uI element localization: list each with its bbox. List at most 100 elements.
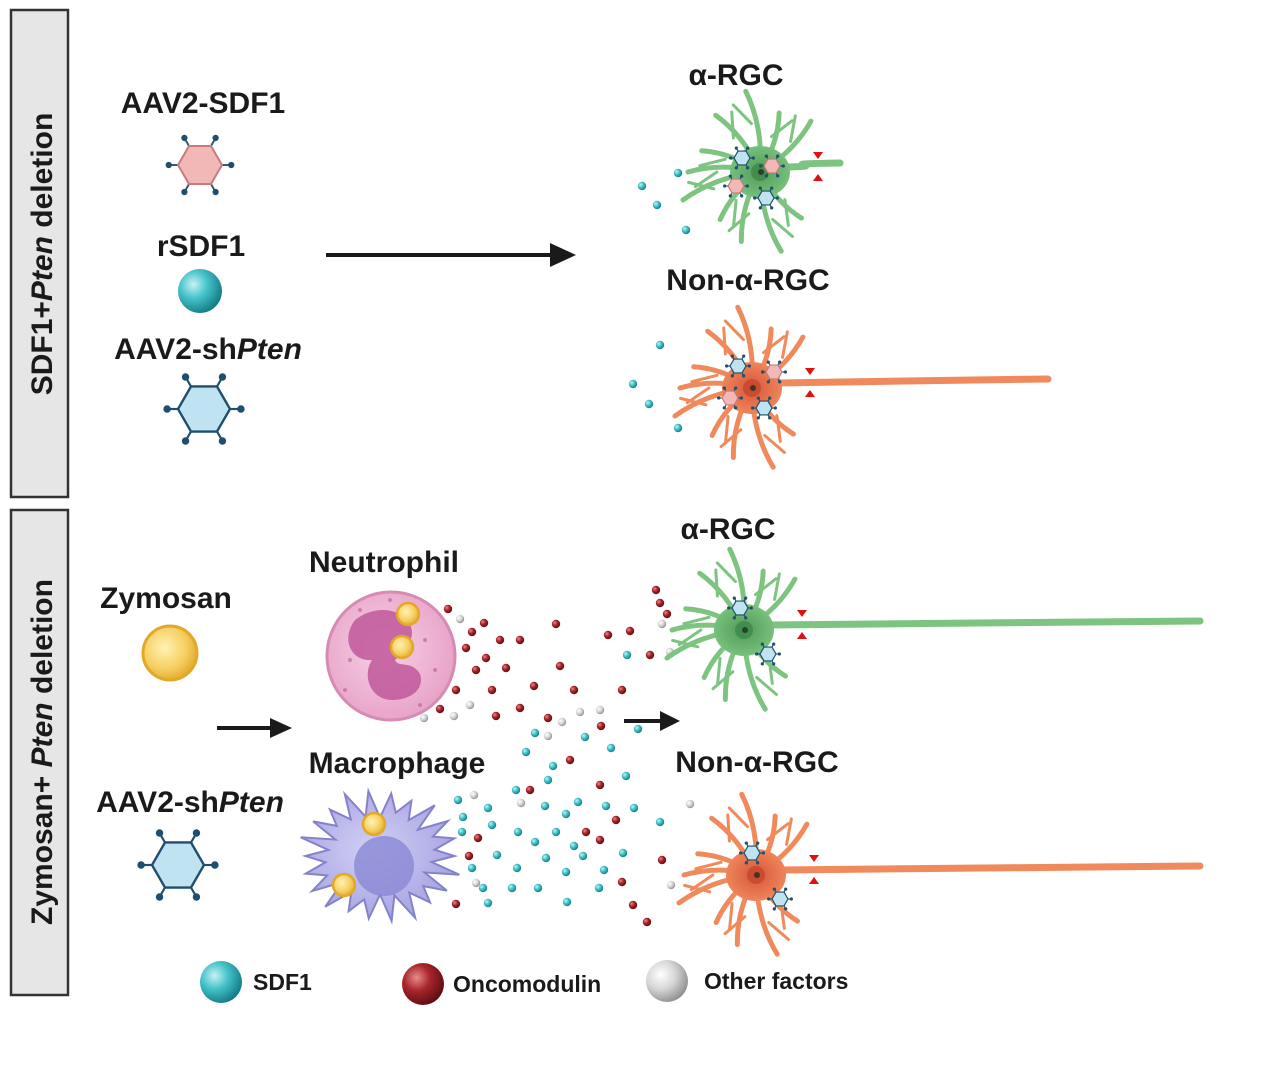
alpha-rgc-label-2: α-RGC [680, 513, 775, 546]
panel-2-label-box [9, 508, 70, 997]
oncomodulin-particle [451, 899, 461, 909]
oncomodulin-particle [642, 917, 652, 927]
other-factor-particle [685, 799, 695, 809]
panel-1-label-box [9, 8, 70, 499]
oncomodulin-particle [479, 618, 489, 628]
aav-blue-hexagon-icon [729, 146, 755, 170]
oncomodulin-particle [611, 815, 621, 825]
sdf1-particle [458, 812, 468, 822]
factor-arrow [624, 711, 680, 731]
aav-pink-hexagon-icon [759, 154, 785, 178]
sdf1-particle [673, 168, 683, 178]
panel-1-label-text: SDF1+Pten deletion [26, 113, 59, 396]
oncomodulin-particle [515, 703, 525, 713]
sdf1-particle [618, 848, 628, 858]
oncomodulin-particle [473, 833, 483, 843]
oncomodulin-particle [617, 877, 627, 887]
sdf1-particle [637, 181, 647, 191]
oncomodulin-particle [645, 650, 655, 660]
oncomodulin-particle [651, 585, 661, 595]
sdf1-particle [530, 837, 540, 847]
sdf1-particle [492, 850, 502, 860]
legend: SDF1 Oncomodulin Other factors [200, 960, 848, 1005]
aav-blue-hexagon-icon [767, 887, 793, 911]
sdf1-particle [633, 724, 643, 734]
panel-2-side-label: Zymosan+ Pten deletion [9, 508, 70, 997]
sdf1-particle [644, 399, 654, 409]
sdf1-particle [569, 841, 579, 851]
oncomodulin-particle [625, 626, 635, 636]
neutrophil-cell [325, 590, 457, 722]
sdf1-particle [622, 650, 632, 660]
legend-oncomodulin-label: Oncomodulin [453, 971, 601, 997]
zymosan-particle-icon [141, 624, 199, 682]
oncomodulin-particle [555, 661, 565, 671]
panel-1-side-label: SDF1+Pten deletion [9, 8, 70, 499]
oncomodulin-particle [662, 609, 672, 619]
sdf1-particle [543, 775, 553, 785]
non-alpha-rgc-neuron-1 [672, 304, 1052, 470]
legend-sdf1-icon [200, 961, 242, 1003]
sdf1-particle [530, 728, 540, 738]
aav-blue-hexagon-icon [755, 642, 781, 666]
other-factor-particle [557, 717, 567, 727]
other-factor-particle [516, 798, 526, 808]
sdf1-particle [540, 801, 550, 811]
sdf1-particle [562, 897, 572, 907]
other-factor-particle [595, 705, 605, 715]
oncomodulin-particle [461, 643, 471, 653]
oncomodulin-particle [491, 711, 501, 721]
oncomodulin-particle [471, 665, 481, 675]
sdf1-particle [487, 820, 497, 830]
alpha-rgc-neuron-2 [664, 546, 1204, 712]
legend-sdf1-label: SDF1 [253, 969, 312, 995]
oncomodulin-particle [487, 685, 497, 695]
oncomodulin-particle [501, 663, 511, 673]
aav-blue-hexagon-icon [725, 354, 751, 378]
sdf1-particle [573, 797, 583, 807]
aav-blue-hexagon-icon [739, 841, 765, 865]
sdf1-particle [594, 883, 604, 893]
rsdf1-label: rSDF1 [157, 230, 245, 263]
other-factor-particle [455, 614, 465, 624]
aav-blue-hexagon-icon [727, 596, 753, 620]
oncomodulin-particle [435, 704, 445, 714]
sdf1-particle [483, 803, 493, 813]
sdf1-particle [453, 795, 463, 805]
oncomodulin-particle [581, 827, 591, 837]
aav-blue-hexagon-icon [137, 829, 219, 901]
legend-other-factors-label: Other factors [704, 968, 848, 994]
oncomodulin-particle [467, 627, 477, 637]
oncomodulin-particle [603, 630, 613, 640]
sdf1-particle [601, 801, 611, 811]
sdf1-particle [655, 817, 665, 827]
aav-blue-hexagon-icon [751, 396, 777, 420]
oncomodulin-particle [443, 604, 453, 614]
non-alpha-rgc-neuron-2 [676, 791, 1204, 957]
other-factor-particle [471, 878, 481, 888]
aav-blue-hexagon-icon [753, 186, 779, 210]
sdf1-particle [580, 732, 590, 742]
zymosan-label: Zymosan [100, 582, 232, 615]
other-factor-particle [419, 713, 429, 723]
other-factor-particle [543, 731, 553, 741]
macrophage-label: Macrophage [309, 747, 486, 780]
sdf1-particle [478, 883, 488, 893]
sdf1-particle [655, 340, 665, 350]
teal-sphere-icon [178, 269, 222, 313]
macrophage-cell [300, 787, 460, 925]
oncomodulin-particle [595, 780, 605, 790]
sdf1-particle [629, 803, 639, 813]
neutrophil-label: Neutrophil [309, 546, 459, 579]
sdf1-particle [681, 225, 691, 235]
sdf1-particle [606, 743, 616, 753]
oncomodulin-particle [481, 653, 491, 663]
sdf1-particle [511, 785, 521, 795]
sdf1-particle [561, 809, 571, 819]
sdf1-particle [551, 827, 561, 837]
other-factor-particle [465, 700, 475, 710]
oncomodulin-particle [657, 855, 667, 865]
sdf1-particle [599, 865, 609, 875]
aav2-sdf1-label: AAV2-SDF1 [121, 87, 285, 120]
